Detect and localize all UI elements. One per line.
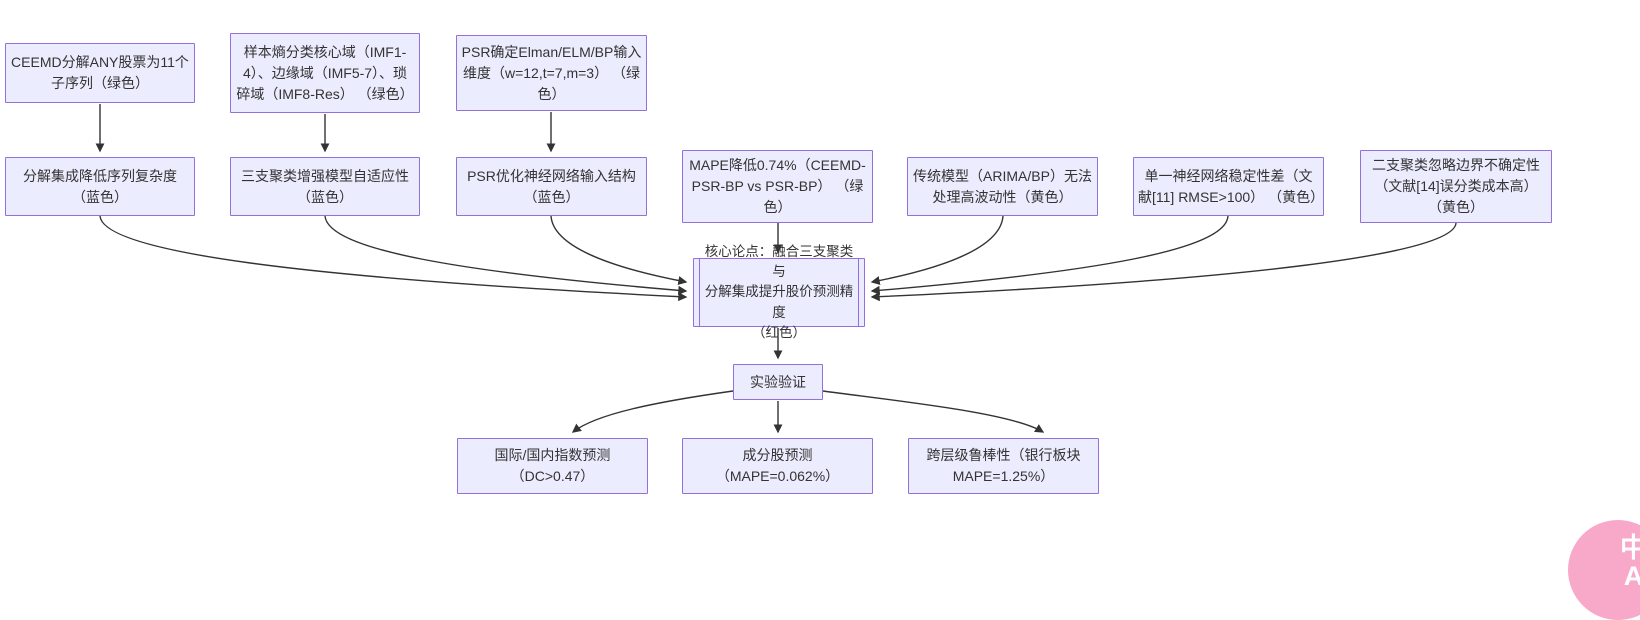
edge-F-K — [550, 215, 688, 286]
edge-L-O — [822, 390, 1045, 433]
edge-J-K — [870, 222, 1457, 302]
edge-D-K — [99, 215, 688, 302]
edge-E-K — [324, 215, 688, 295]
node-psr-optimizes-input-structure: PSR优化神经网络输入结构 （蓝色） — [456, 157, 647, 216]
node-constituent-stock-prediction: 成分股预测 （MAPE=0.062%） — [682, 438, 873, 494]
node-mape-reduction: MAPE降低0.74%（CEEMD- PSR-BP vs PSR-BP） （绿 … — [682, 150, 873, 223]
node-cross-level-robustness: 跨层级鲁棒性（银行板块 MAPE=1.25%） — [908, 438, 1099, 494]
node-two-way-clustering-limitation: 二支聚类忽略边界不确定性 （文献[14]误分类成本高） （黄色） — [1360, 150, 1552, 223]
flowchart-canvas: CEEMD分解ANY股票为11个 子序列（绿色） 样本熵分类核心域（IMF1- … — [5, 33, 1640, 620]
edge-H-K — [870, 215, 1004, 286]
translate-icon: 中 A — [1620, 533, 1640, 592]
edge-I-K — [870, 215, 1229, 295]
node-single-nn-instability: 单一神经网络稳定性差（文 献[11] RMSE>100） （黄色） — [1133, 157, 1324, 216]
node-index-prediction: 国际/国内指数预测 （DC>0.47） — [457, 438, 648, 494]
node-experiment-validation: 实验验证 — [733, 364, 823, 400]
node-sample-entropy-domains: 样本熵分类核心域（IMF1- 4）、边缘域（IMF5-7）、琐 碎域（IMF8-… — [230, 33, 420, 113]
edge-L-M — [571, 390, 734, 433]
node-traditional-model-limitation: 传统模型（ARIMA/BP）无法 处理高波动性（黄色） — [907, 157, 1098, 216]
node-three-way-clustering-adaptivity: 三支聚类增强模型自适应性 （蓝色） — [230, 157, 420, 216]
node-decomposition-reduces-complexity: 分解集成降低序列复杂度 （蓝色） — [5, 157, 195, 216]
translate-widget-button[interactable]: 中 A — [1568, 520, 1640, 620]
node-ceemd-decomposition: CEEMD分解ANY股票为11个 子序列（绿色） — [5, 43, 195, 103]
node-core-thesis: 核心论点：融合三支聚类与 分解集成提升股价预测精度 （红色） — [693, 244, 865, 340]
node-psr-input-dimension: PSR确定Elman/ELM/BP输入 维度（w=12,t=7,m=3） （绿 … — [456, 35, 647, 111]
